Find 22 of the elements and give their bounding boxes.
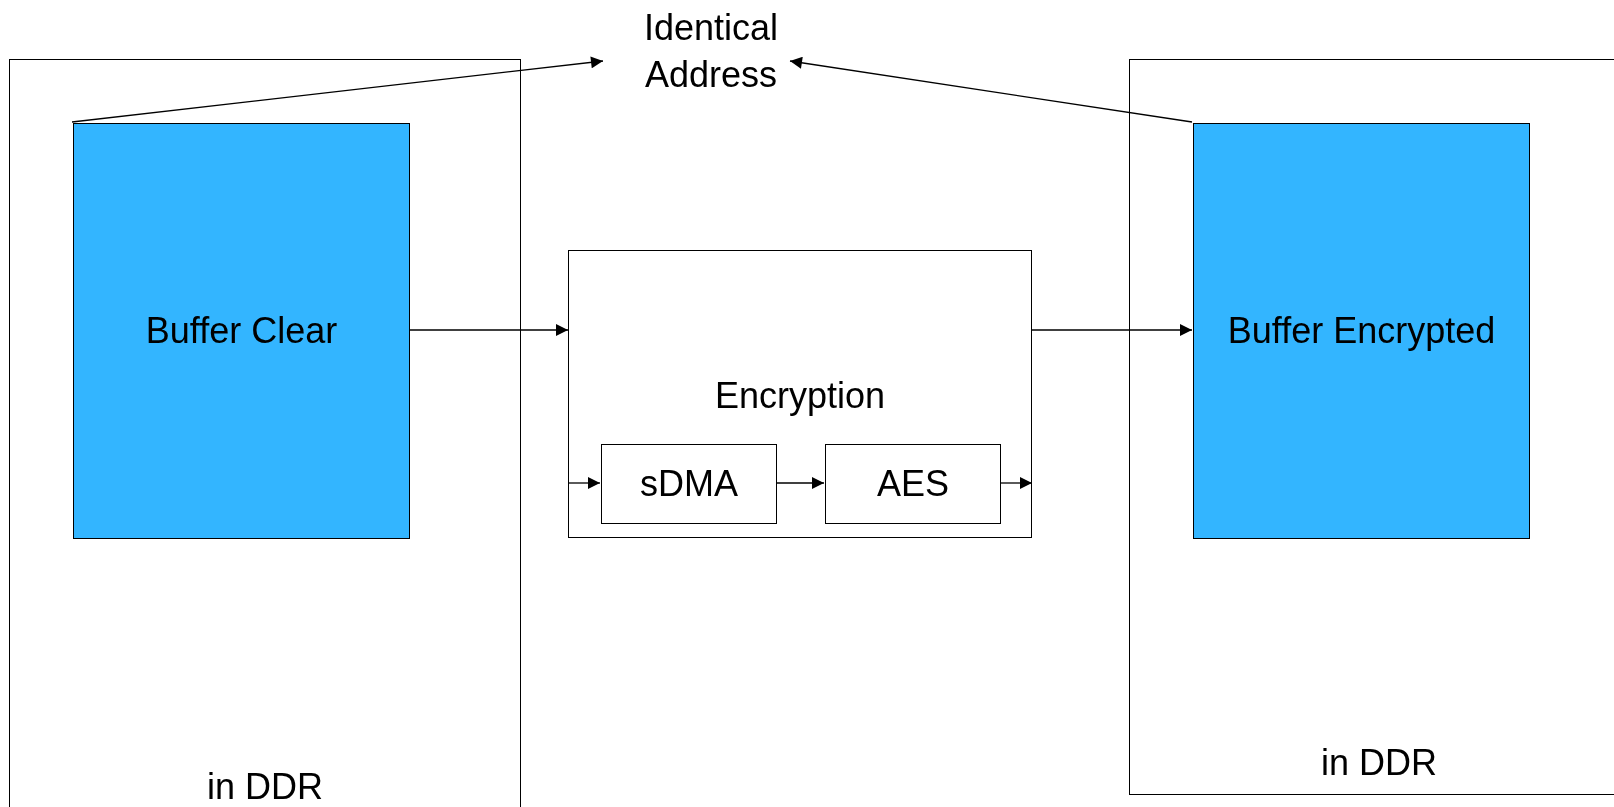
callout-text: Identical Address (642, 6, 780, 97)
arrow (71, 56, 604, 123)
box-label: sDMA (640, 462, 738, 506)
process-box (601, 444, 777, 524)
box-label: AES (876, 462, 949, 506)
buffer-box (1193, 123, 1530, 539)
box-label: in DDR (206, 765, 324, 807)
buffer-box (73, 123, 410, 539)
box-label: in DDR (1320, 741, 1438, 785)
arrow (408, 324, 569, 336)
arrow (567, 477, 601, 489)
arrow (999, 477, 1033, 489)
process-box (568, 250, 1032, 538)
box-label: Buffer Clear (144, 308, 339, 353)
memory-region-box (1129, 59, 1614, 795)
arrow (789, 56, 1193, 123)
memory-region-box (9, 59, 521, 807)
arrow (1031, 324, 1193, 336)
box-label: Buffer Encrypted (1226, 308, 1497, 353)
box-label: Encryption (713, 374, 887, 418)
arrow (775, 477, 825, 489)
process-box (825, 444, 1001, 524)
